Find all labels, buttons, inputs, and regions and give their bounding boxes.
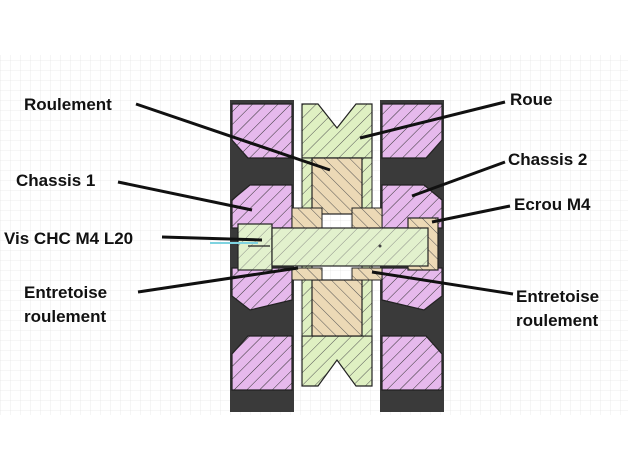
spacer-left-bottom	[291, 267, 323, 281]
leader-vis	[161, 235, 263, 242]
leader-entretoise-right	[371, 270, 514, 296]
bearing-bottom	[311, 279, 363, 337]
screw-shank	[271, 227, 429, 267]
wheel-bottom	[301, 335, 373, 387]
leader-roue	[359, 100, 506, 140]
spacer-left-top	[291, 207, 323, 229]
chassis1-upper-mid	[231, 184, 293, 229]
leader-entretoise-left	[137, 266, 299, 294]
chassis1-bottom	[231, 335, 293, 391]
leader-roulement	[135, 102, 331, 172]
label-roulement: Roulement	[24, 95, 112, 114]
leader-chassis1	[117, 180, 253, 212]
label-chassis1: Chassis 1	[16, 171, 95, 190]
chassis1-lower-mid	[231, 267, 293, 311]
chassis1-top	[231, 103, 293, 159]
chassis2-bottom	[381, 335, 443, 391]
label-entretoise-right-line2: roulement	[516, 311, 599, 330]
label-roue: Roue	[510, 90, 553, 109]
leader-ecrou	[431, 204, 511, 224]
label-vis: Vis CHC M4 L20	[4, 229, 133, 248]
leader-chassis2	[411, 160, 506, 198]
label-entretoise-left-line1: Entretoise	[24, 283, 107, 302]
label-entretoise-left-line2: roulement	[24, 307, 107, 326]
spacer-right-top	[351, 207, 383, 229]
screw-head	[237, 223, 273, 271]
label-chassis2: Chassis 2	[508, 150, 587, 169]
label-entretoise-right-line1: Entretoise	[516, 287, 599, 306]
screw-axis-mark	[378, 244, 382, 248]
label-ecrou: Ecrou M4	[514, 195, 591, 214]
chassis2-top	[381, 103, 443, 159]
